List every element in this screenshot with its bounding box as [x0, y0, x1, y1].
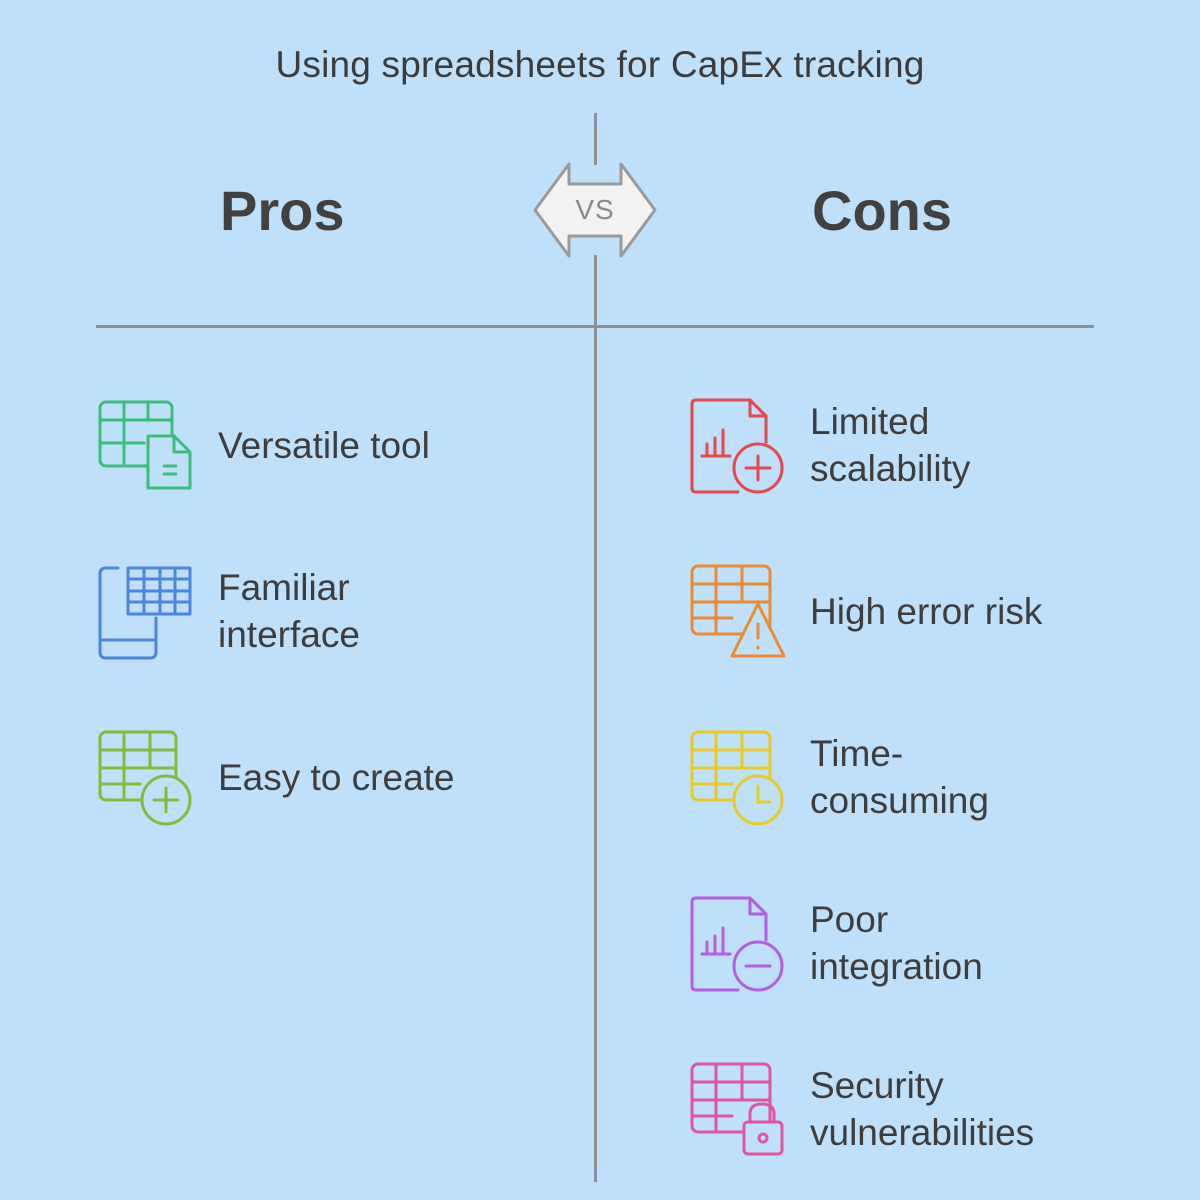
cons-item-label: Time- consuming [810, 733, 989, 821]
chart-file-add-icon [688, 396, 786, 494]
pros-item-label: Easy to create [218, 756, 455, 798]
spreadsheet-warning-icon [688, 562, 786, 660]
spreadsheet-add-icon [96, 728, 194, 826]
cons-heading: Cons [812, 179, 952, 242]
cons-item-time-consuming: Time- consuming [688, 728, 989, 826]
spreadsheet-clock-icon [688, 728, 786, 826]
vs-badge: VS [533, 160, 657, 260]
pros-item-familiar-interface: Familiar interface [96, 562, 360, 660]
pros-heading: Pros [220, 179, 345, 242]
pros-item-versatile-tool: Versatile tool [96, 396, 430, 494]
divider-horizontal [96, 325, 1094, 328]
cons-item-label: Limited scalability [810, 401, 971, 489]
vs-label: VS [575, 194, 615, 225]
pros-item-easy-to-create: Easy to create [96, 728, 455, 826]
spreadsheet-lock-icon [688, 1060, 786, 1158]
cons-item-label: Poor integration [810, 899, 983, 987]
spreadsheet-document-icon [96, 396, 194, 494]
cons-item-poor-integration: Poor integration [688, 894, 983, 992]
tablet-spreadsheet-icon [96, 562, 194, 660]
double-arrow-icon [533, 162, 657, 258]
cons-item-high-error-risk: High error risk [688, 562, 1042, 660]
page-title: Using spreadsheets for CapEx tracking [275, 44, 925, 85]
cons-item-security-vulnerabilities: Security vulnerabilities [688, 1060, 1034, 1158]
divider-vertical-bottom [594, 255, 597, 1182]
cons-item-label: High error risk [810, 590, 1043, 632]
chart-file-remove-icon [688, 894, 786, 992]
pros-item-label: Familiar interface [218, 567, 360, 655]
pros-item-label: Versatile tool [218, 424, 430, 466]
divider-vertical-top [594, 113, 597, 165]
cons-item-limited-scalability: Limited scalability [688, 396, 970, 494]
cons-item-label: Security vulnerabilities [810, 1065, 1035, 1153]
